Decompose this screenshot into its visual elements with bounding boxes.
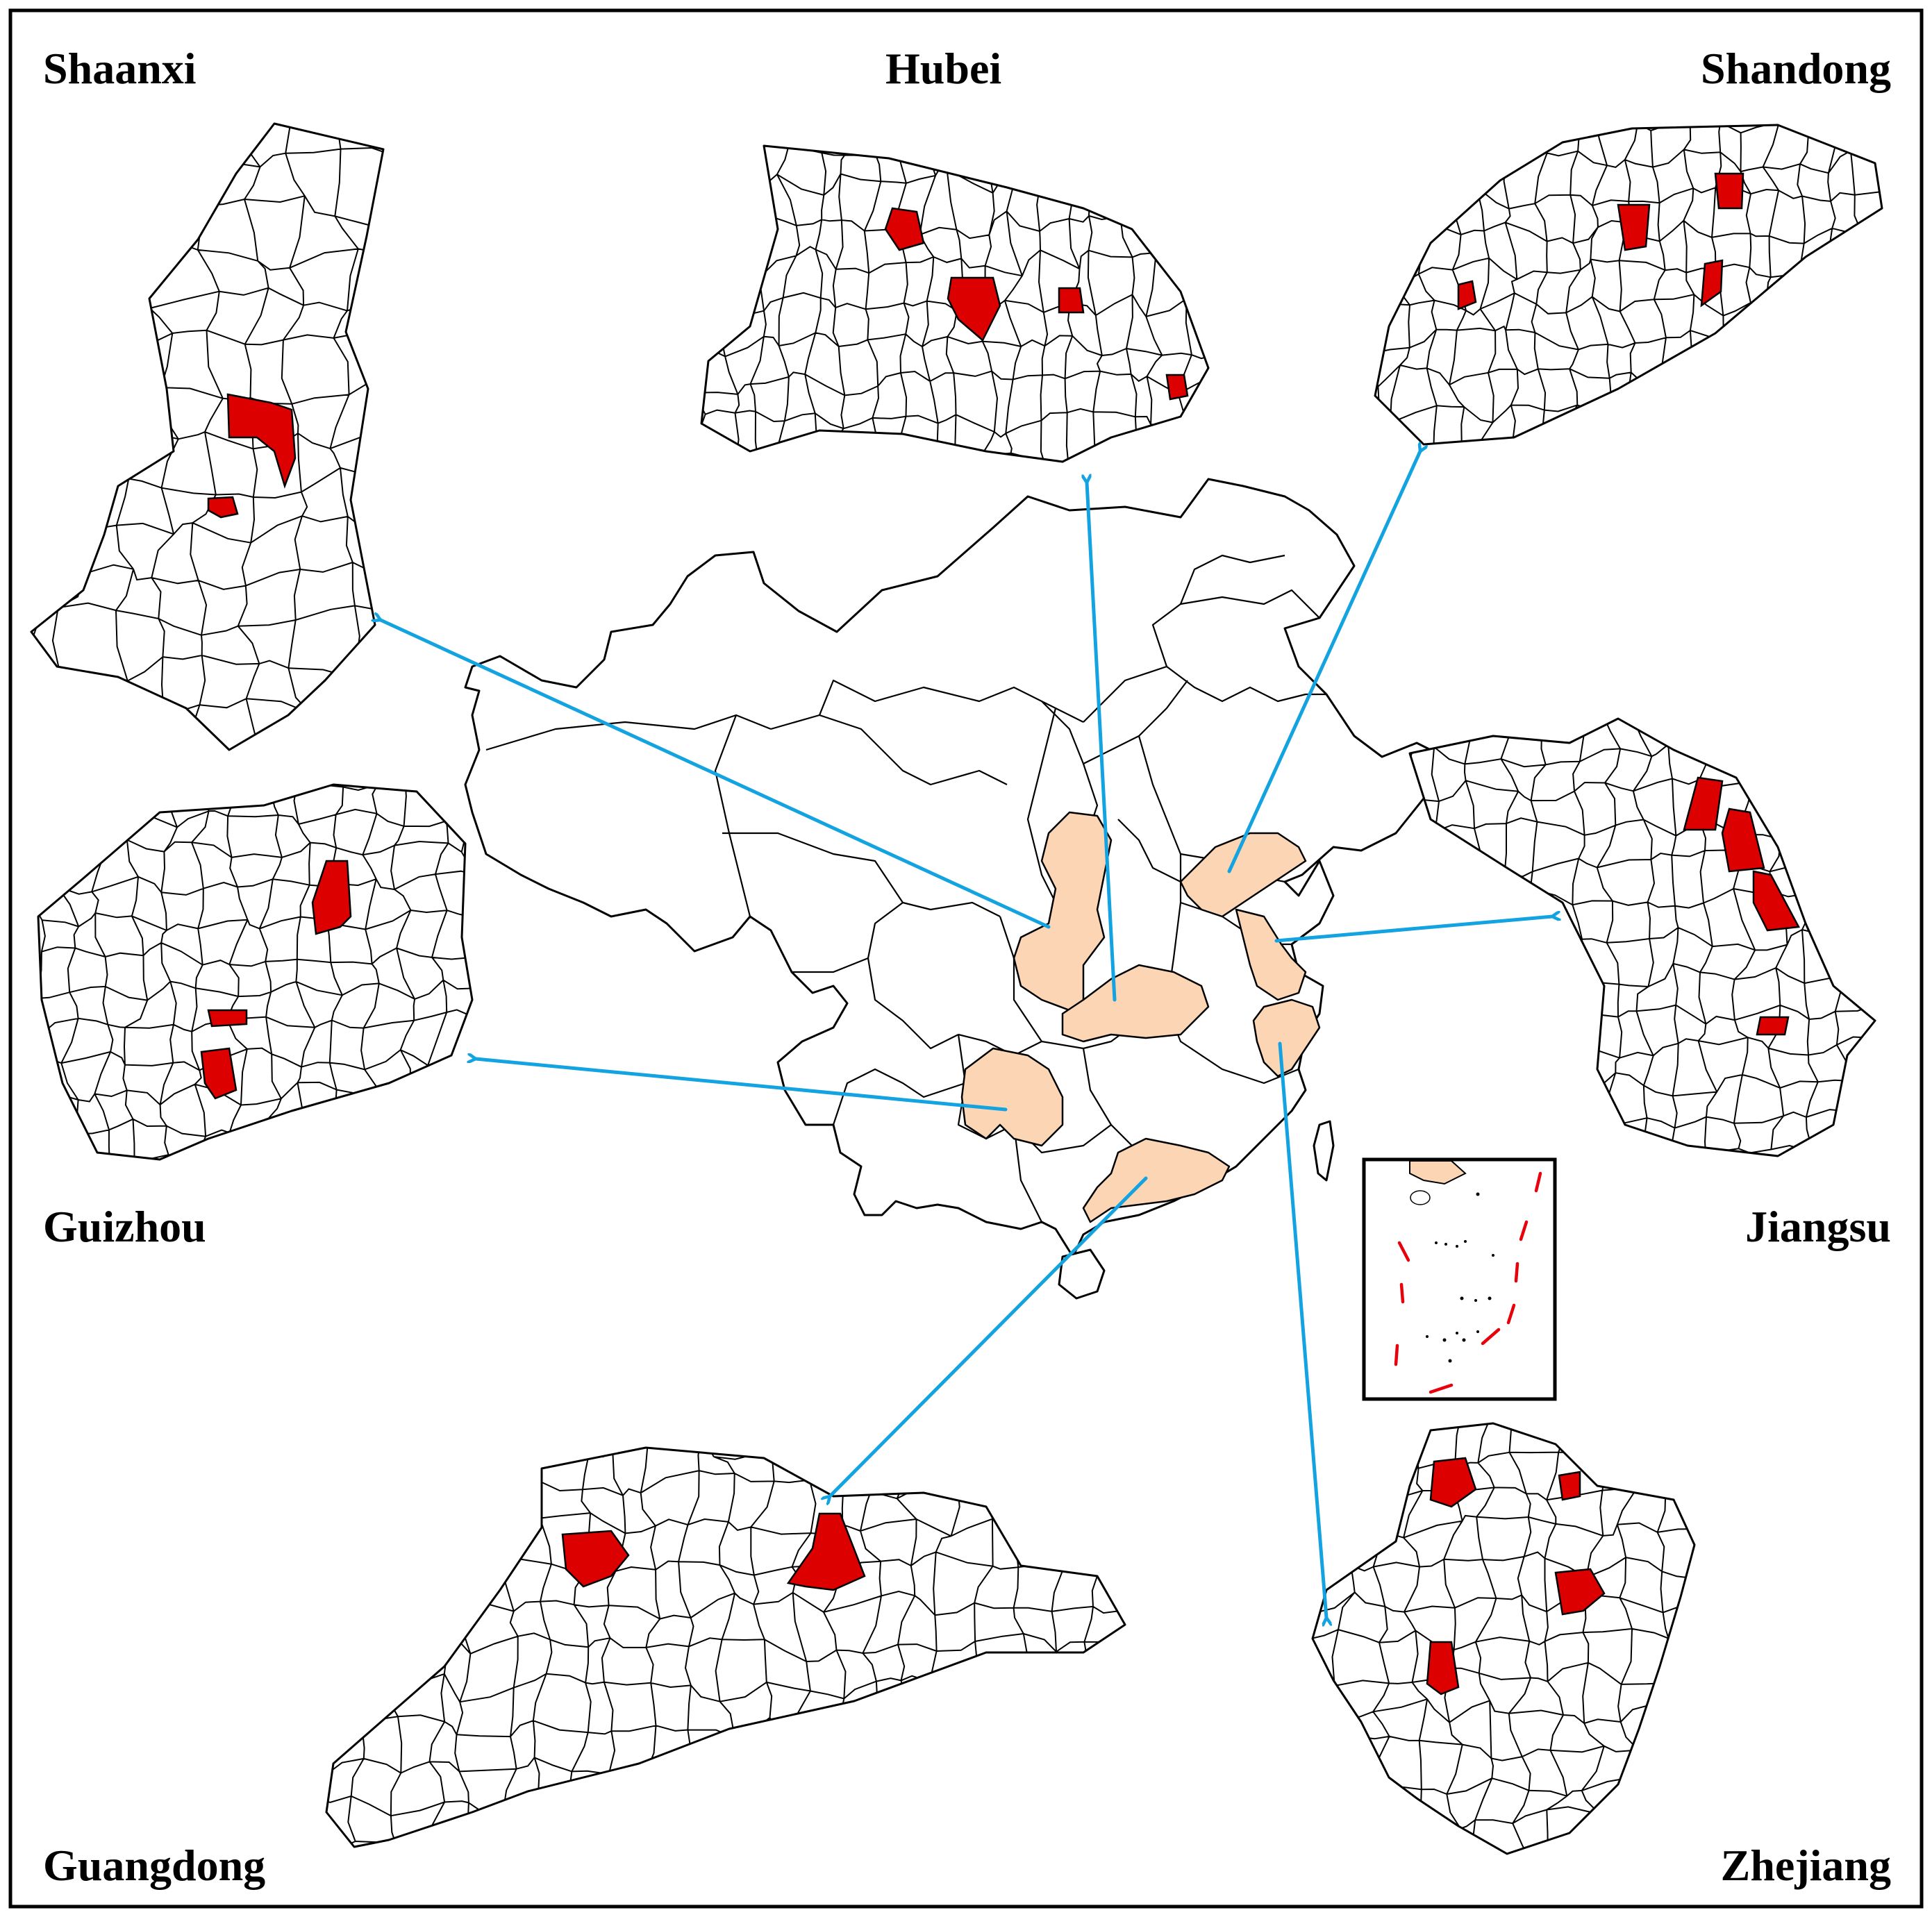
study-county-zhejiang-4: [1426, 1641, 1460, 1696]
inset-hainan: [1410, 1190, 1431, 1205]
province-detail-shaanxi: [30, 122, 385, 751]
arrow-to-guangdong: [830, 1176, 1148, 1496]
province-guizhou-center: [960, 1047, 1064, 1147]
south-china-sea-inset: [1362, 1157, 1557, 1401]
arrow-to-shandong: [1227, 451, 1420, 873]
province-outline-guangdong: [325, 1446, 1126, 1848]
study-county-shandong-3: [1700, 259, 1724, 308]
arrow-to-zhejiang: [1278, 1041, 1326, 1618]
inset-islands: [1426, 1192, 1494, 1363]
province-shandong-center: [1179, 832, 1307, 918]
study-county-zhejiang-2: [1558, 1471, 1581, 1501]
label-guizhou: Guizhou: [43, 1202, 206, 1251]
arrow-to-jiangsu: [1274, 916, 1552, 943]
arrow-to-guizhou: [476, 1059, 1008, 1112]
nine-dash-line: [1394, 1171, 1542, 1394]
study-county-hubei-2: [947, 276, 1001, 342]
study-county-hubei-1: [884, 207, 925, 251]
study-county-jiangsu-1: [1683, 776, 1724, 831]
china-overview-map: [464, 478, 1446, 1300]
province-outline-hubei: [700, 144, 1210, 463]
province-labels: Shaanxi Hubei Shandong Guizhou Jiangsu G…: [43, 44, 1891, 1890]
province-outline-zhejiang: [1311, 1422, 1696, 1855]
study-county-hubei-4: [1165, 374, 1189, 401]
province-detail-guangdong: [325, 1446, 1126, 1848]
label-guangdong: Guangdong: [43, 1841, 265, 1890]
study-county-zhejiang-1: [1429, 1457, 1477, 1508]
study-county-guizhou-3: [200, 1047, 238, 1100]
study-county-shaanxi-2: [207, 496, 239, 519]
province-zhejiang-center: [1252, 998, 1321, 1078]
study-county-shandong-2: [1617, 203, 1651, 251]
province-outline-jiangsu: [1408, 717, 1876, 1157]
province-outline-shandong: [1374, 124, 1883, 446]
arrow-to-hubei: [1087, 483, 1117, 1002]
study-county-jiangsu-3: [1752, 870, 1800, 932]
connector-arrows: [381, 451, 1552, 1618]
study-county-guangdong-2: [786, 1512, 866, 1591]
province-detail-guizhou: [37, 783, 474, 1161]
study-county-zhejiang-3: [1554, 1568, 1606, 1616]
province-jiangsu-center: [1235, 908, 1307, 1001]
highlighted-provinces: [960, 811, 1321, 1223]
label-shaanxi: Shaanxi: [43, 44, 197, 93]
hainan-island: [1058, 1248, 1106, 1300]
study-county-jiangsu-4: [1756, 1016, 1790, 1036]
label-zhejiang: Zhejiang: [1721, 1841, 1891, 1890]
province-shaanxi-center: [1013, 811, 1113, 1012]
arrow-to-shaanxi: [381, 620, 1051, 929]
label-shandong: Shandong: [1701, 44, 1891, 93]
study-county-jiangsu-2: [1721, 807, 1765, 873]
province-outline-guizhou: [37, 783, 474, 1161]
label-hubei: Hubei: [885, 44, 1001, 93]
province-outline-shaanxi: [30, 122, 385, 751]
study-county-guangdong-1: [561, 1530, 630, 1588]
inset-guangdong-coast: [1409, 1160, 1467, 1185]
taiwan-island: [1313, 1120, 1335, 1182]
china-outline: [464, 478, 1446, 1258]
inset-frame: [1362, 1157, 1557, 1401]
study-county-shandong-4: [1457, 280, 1477, 310]
province-detail-zhejiang: [1311, 1422, 1696, 1855]
label-jiangsu: Jiangsu: [1745, 1202, 1891, 1251]
study-county-guizhou-2: [207, 1009, 248, 1028]
study-county-hubei-3: [1058, 287, 1085, 314]
study-county-shaanxi-1: [226, 393, 297, 489]
province-hubei-center: [1061, 964, 1210, 1043]
study-county-shandong-1: [1714, 172, 1744, 210]
province-guangdong-center: [1082, 1137, 1231, 1223]
study-county-guizhou-1: [311, 860, 352, 935]
